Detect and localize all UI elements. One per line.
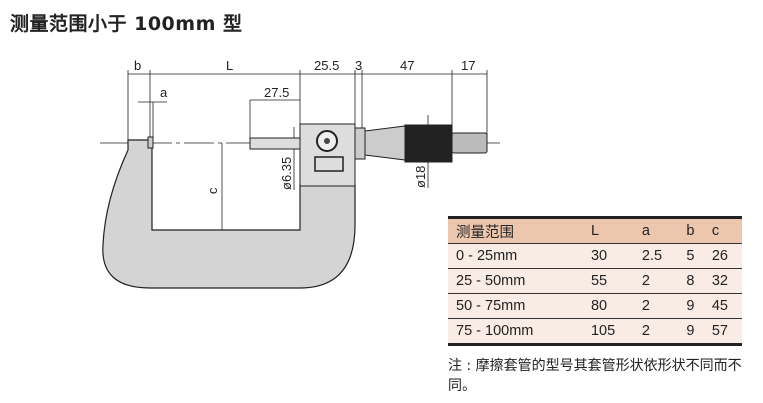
cell: 2.5 [641, 248, 663, 264]
spec-table: 测量范围 L a b c 0 - 25mm 30 2.5 5 26 25 - 50mm 5… [448, 216, 742, 346]
cell: 2 [641, 273, 650, 289]
dim-b: b [134, 58, 141, 73]
cell: 50 - 75mm [456, 298, 526, 314]
cell: 32 [711, 273, 728, 289]
dim-27-5: 27.5 [264, 85, 289, 100]
cell: 55 [590, 273, 608, 289]
page-title: 测量范围小于 100mm 型 [10, 13, 243, 35]
cell: 2 [641, 298, 650, 314]
table-row: 0 - 25mm 30 2.5 5 26 [448, 243, 742, 269]
knurled-grip [404, 124, 453, 163]
cell: 75 - 100mm [456, 323, 534, 339]
anvil [147, 136, 154, 149]
dim-L: L [226, 58, 233, 73]
col-a: a [641, 223, 650, 239]
col-b: b [686, 223, 695, 239]
table-row: 25 - 50mm 55 2 8 32 [448, 268, 742, 294]
table-header: 测量范围 L a b c [448, 217, 742, 244]
cell: 2 [641, 323, 650, 339]
ratchet [451, 132, 488, 154]
col-range: 测量范围 [456, 224, 514, 241]
cell: 25 - 50mm [456, 273, 526, 289]
table-row: 75 - 100mm 105 2 9 57 [448, 318, 742, 345]
dim-a: a [160, 85, 168, 100]
cell: 105 [590, 323, 616, 339]
cell: 9 [686, 298, 695, 314]
spindle [249, 137, 303, 150]
table-row: 50 - 75mm 80 2 9 45 [448, 293, 742, 319]
cell: 5 [686, 248, 695, 264]
thimble [364, 125, 406, 161]
footnote: 注 : 摩擦套管的型号其套管形状依形状不同而不同。 [448, 358, 742, 394]
sleeve [354, 127, 366, 160]
micrometer-frame [102, 139, 356, 289]
col-L: L [590, 223, 600, 239]
dim-dia-18: ø18 [413, 166, 428, 188]
dim-25-5: 25.5 [314, 58, 339, 73]
cell: 30 [590, 248, 608, 264]
cell: 0 - 25mm [456, 248, 518, 264]
lock-lever [314, 156, 344, 172]
cell: 45 [711, 298, 728, 314]
cell: 57 [711, 323, 728, 339]
dim-3: 3 [355, 58, 362, 73]
dim-dia-6-35: ø6.35 [279, 157, 294, 190]
cell: 8 [686, 273, 695, 289]
dim-c: c [205, 187, 220, 194]
cell: 80 [590, 298, 608, 314]
dim-17: 17 [461, 58, 475, 73]
cell: 9 [686, 323, 695, 339]
col-c: c [711, 223, 720, 239]
cell: 26 [711, 248, 728, 264]
dim-47: 47 [400, 58, 414, 73]
